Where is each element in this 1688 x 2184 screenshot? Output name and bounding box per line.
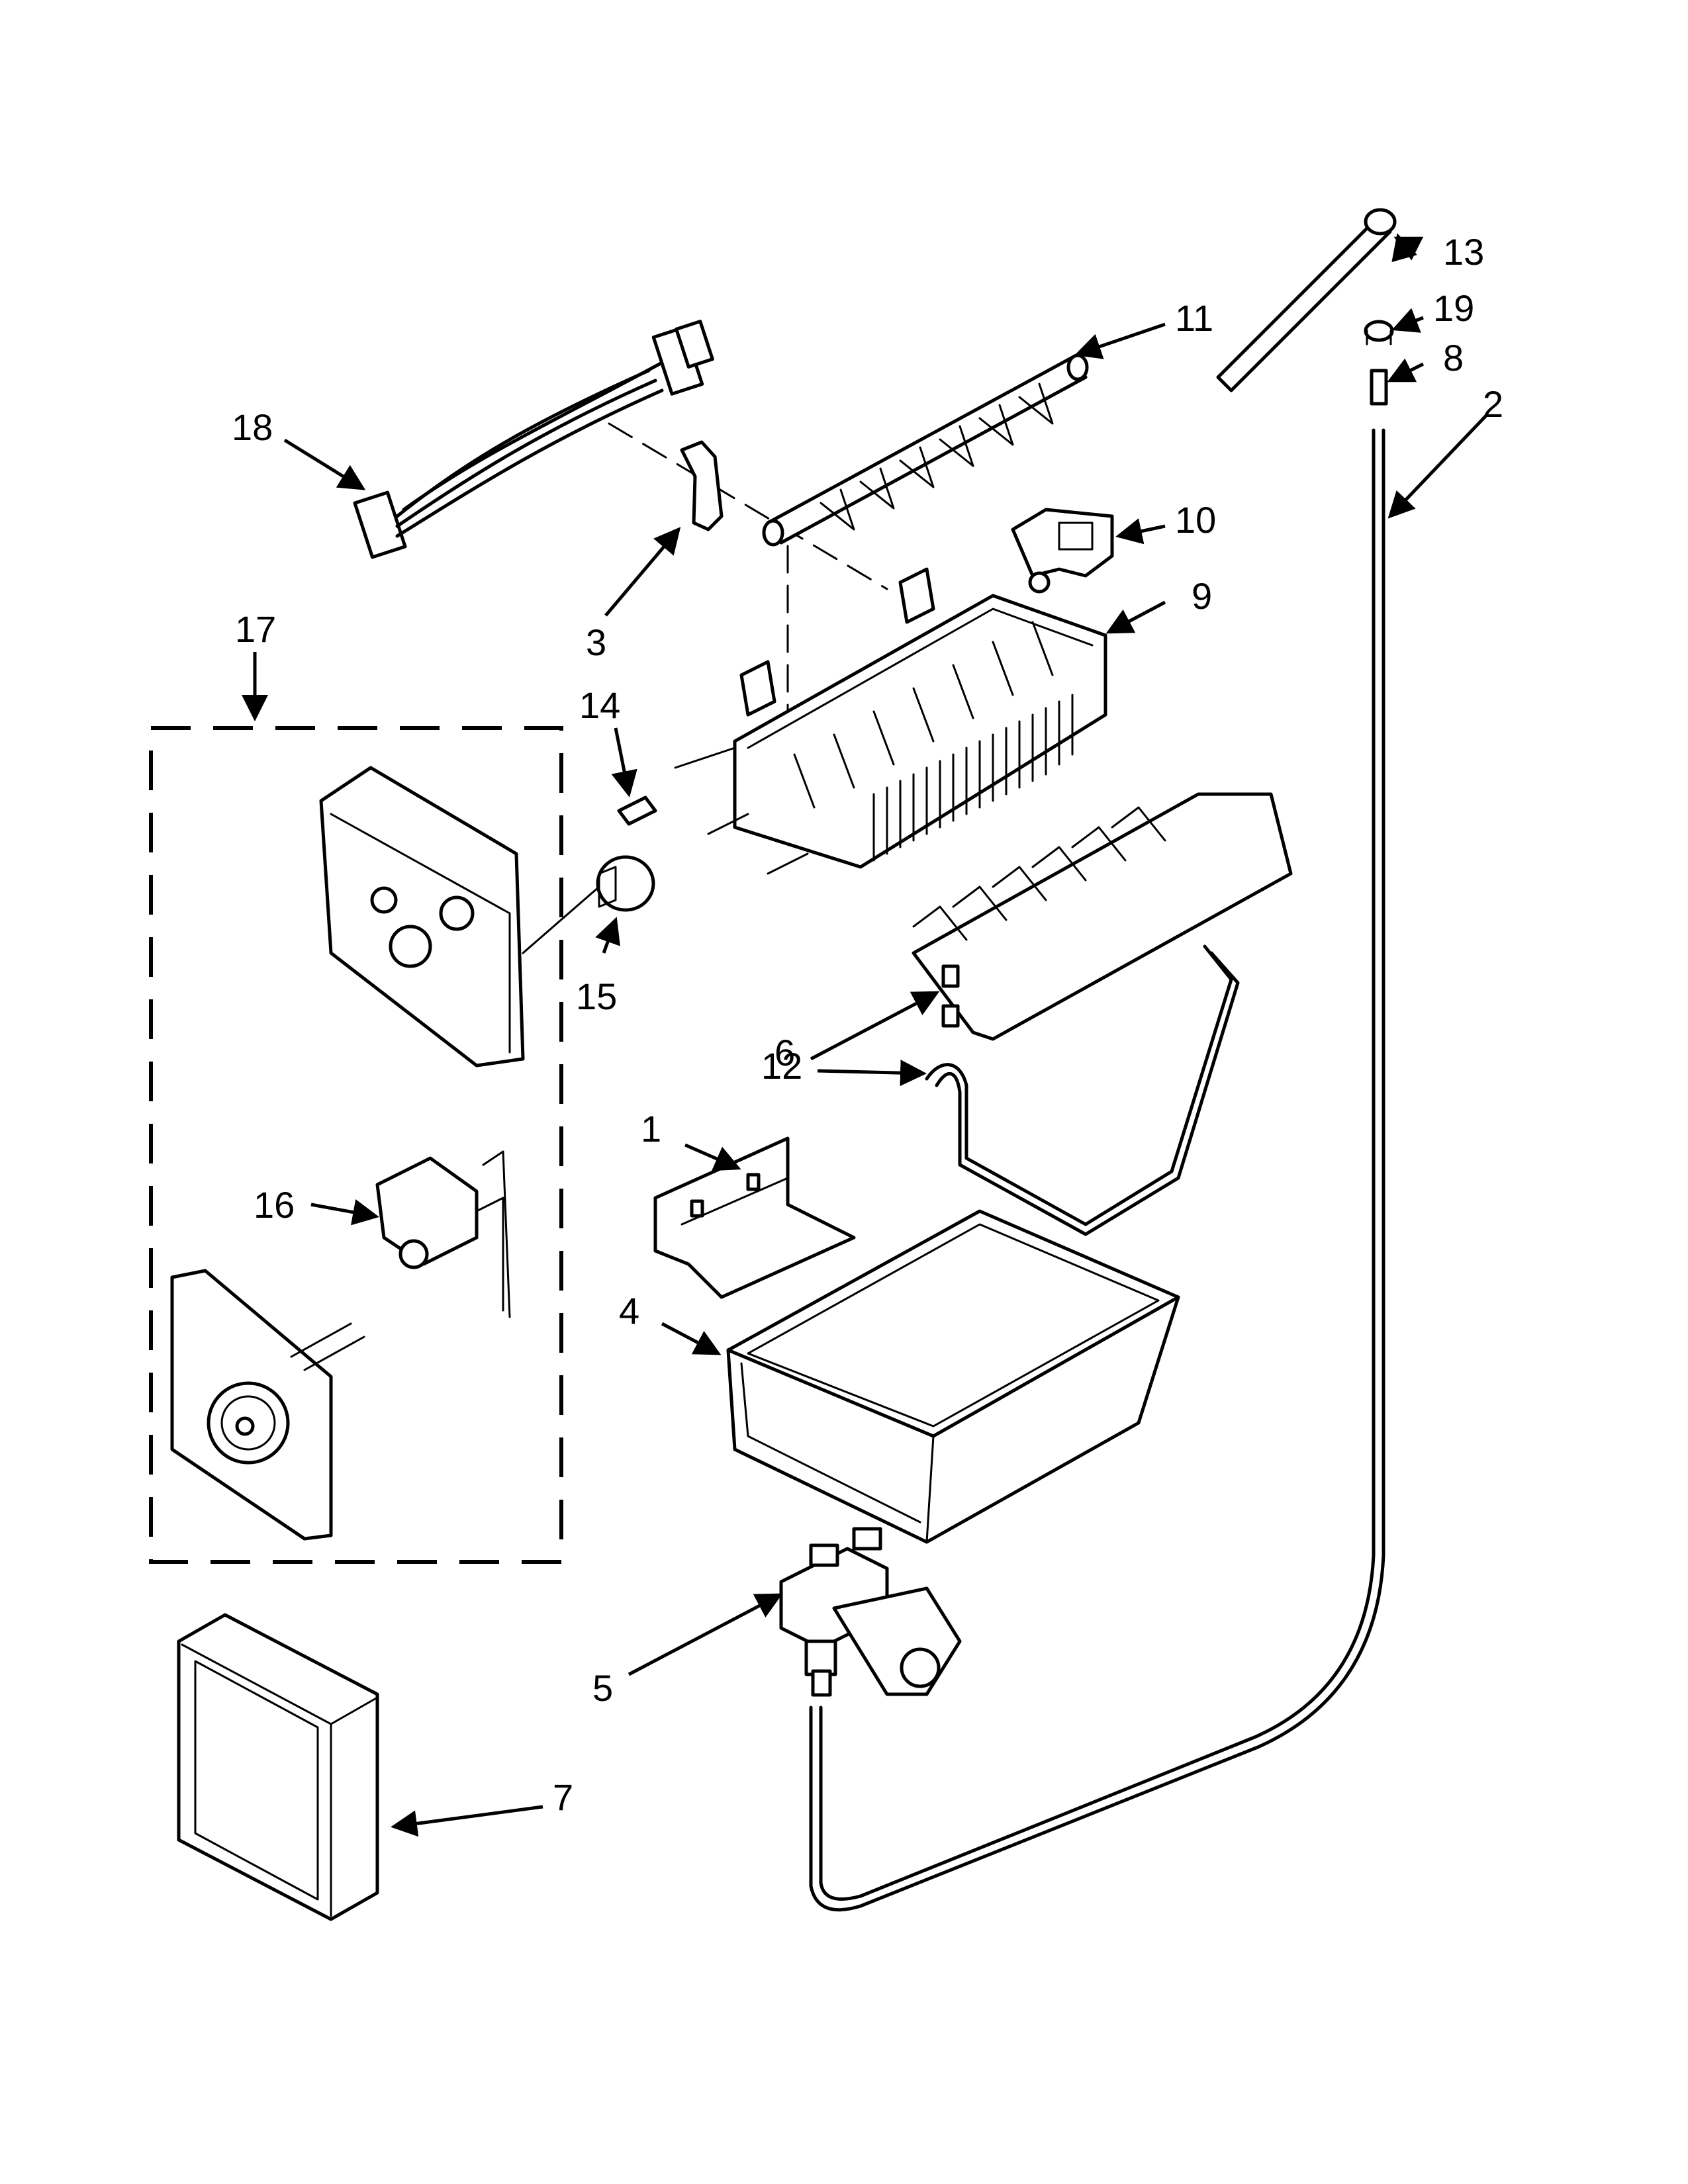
label-8: 8 xyxy=(1443,337,1464,379)
label-19: 19 xyxy=(1433,287,1474,329)
bracket-part xyxy=(653,1136,856,1299)
stripper-part xyxy=(912,792,1293,1041)
label-6: 6 xyxy=(774,1032,795,1073)
wire-harness-part xyxy=(353,320,888,590)
label-4: 4 xyxy=(619,1290,639,1332)
grommet-part xyxy=(1364,320,1394,345)
leader-lines xyxy=(242,233,1487,1837)
ice-mold-part xyxy=(674,567,1107,875)
fill-tube-part xyxy=(1216,208,1397,392)
label-15: 15 xyxy=(576,976,617,1017)
label-7: 7 xyxy=(553,1776,573,1818)
thermostat-clip-part xyxy=(617,796,657,826)
ejector-part xyxy=(762,353,1089,769)
module-group-outline xyxy=(149,726,563,1564)
clip-part xyxy=(680,440,724,531)
label-1: 1 xyxy=(641,1108,661,1150)
label-11: 11 xyxy=(1175,297,1213,339)
module-cover-part xyxy=(170,1269,365,1541)
label-10: 10 xyxy=(1175,499,1216,541)
label-12: 12 xyxy=(761,1045,802,1087)
thermostat-cover-part xyxy=(1011,508,1114,594)
feeler-arm-part xyxy=(925,944,1240,1236)
label-2: 2 xyxy=(1483,383,1503,425)
label-17: 17 xyxy=(235,608,276,650)
callout-labels: 13 19 8 2 11 10 9 18 3 14 17 15 16 12 6 … xyxy=(232,231,1503,1818)
label-18: 18 xyxy=(232,406,273,448)
label-14: 14 xyxy=(579,684,620,726)
ice-bin-part xyxy=(726,1209,1180,1544)
label-3: 3 xyxy=(586,621,606,663)
thermostat-part xyxy=(522,855,655,954)
label-5: 5 xyxy=(592,1667,613,1709)
label-16: 16 xyxy=(254,1184,295,1226)
tube-insert-part xyxy=(1370,369,1388,406)
module-housing-part xyxy=(319,766,525,1068)
motor-part xyxy=(375,1150,511,1318)
label-9: 9 xyxy=(1192,575,1212,617)
water-valve-part xyxy=(779,1527,962,1697)
label-13: 13 xyxy=(1443,231,1484,273)
water-tube-part xyxy=(809,428,1385,1912)
cover-box-part xyxy=(177,1613,379,1921)
